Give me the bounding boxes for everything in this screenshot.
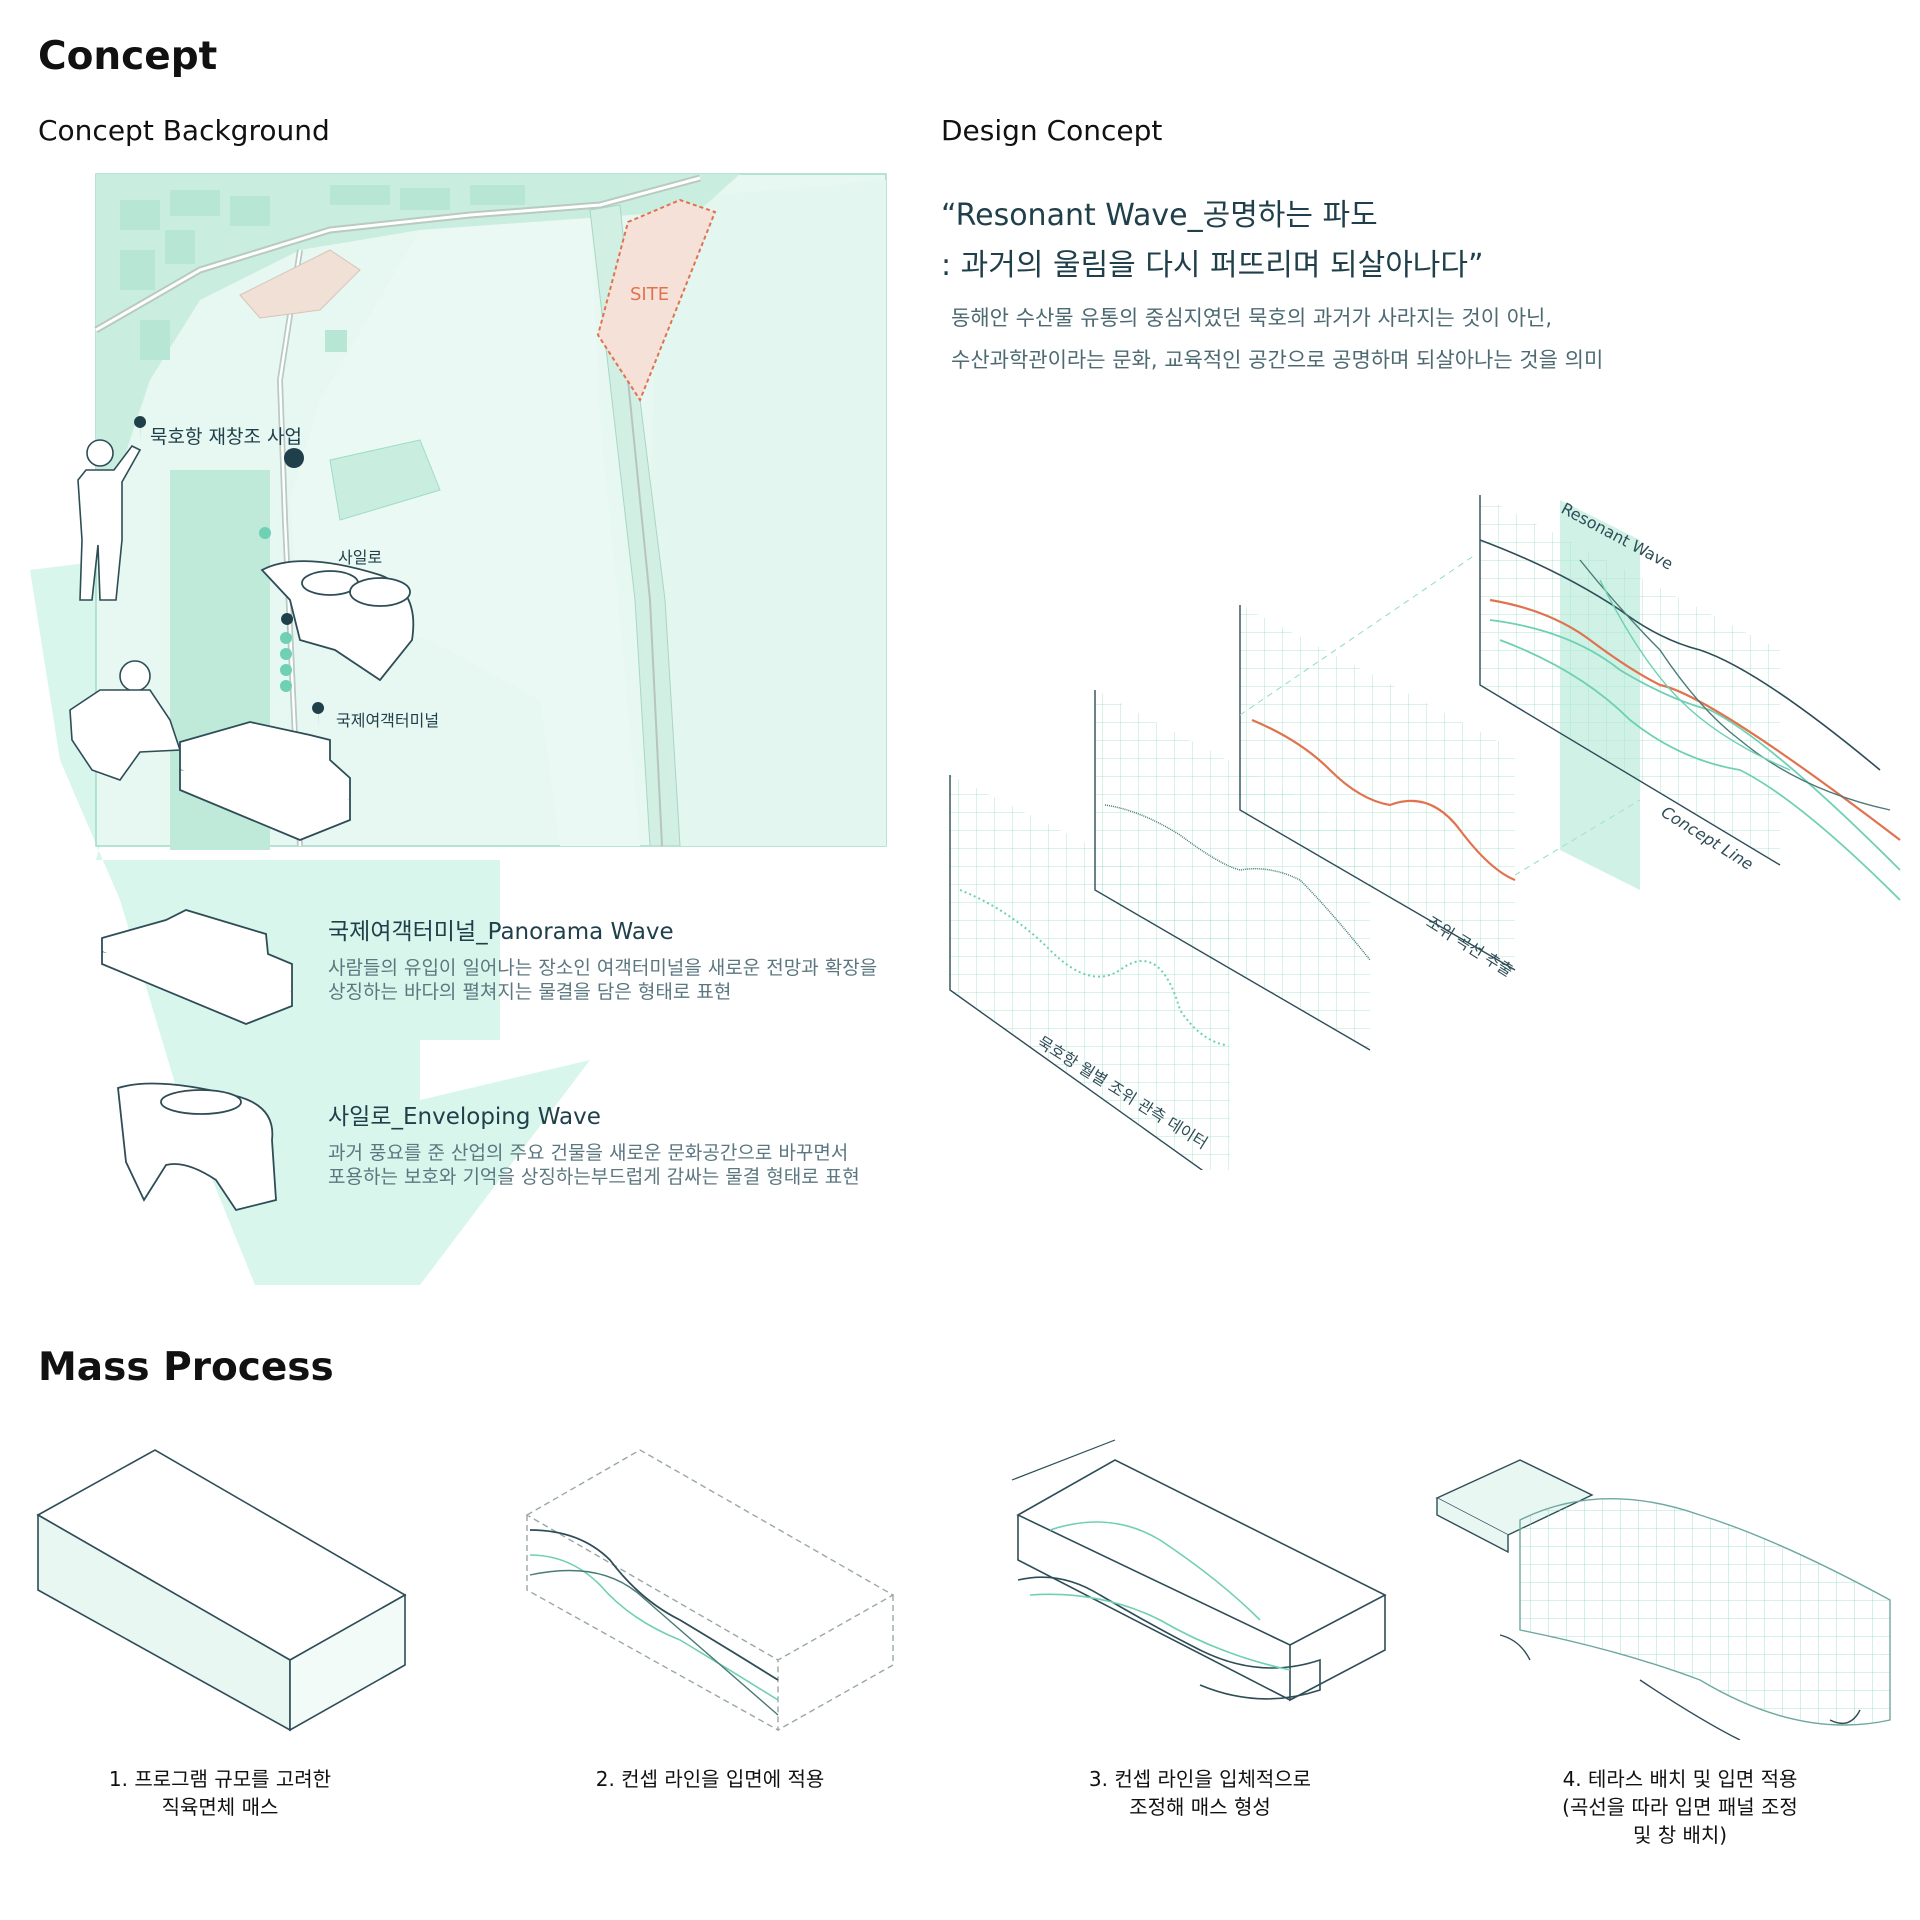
mass-step-4-line3: 및 창 배치) <box>1632 1823 1728 1847</box>
mass-step-4-line2: (곡선을 따라 입면 패널 조정 <box>1562 1795 1798 1819</box>
concept-quote-line2: : 과거의 울림을 다시 퍼뜨리며 되살아나다” <box>941 248 1484 283</box>
wave-desc-enveloping-1: 과거 풍요를 준 산업의 주요 건물을 새로운 문화공간으로 바꾸면서 <box>328 1142 849 1164</box>
mass-step-4-line1: 4. 테라스 배치 및 입면 적용 <box>1562 1767 1798 1791</box>
concept-background-heading: Concept Background <box>38 114 330 147</box>
site-label: SITE <box>630 284 669 305</box>
terminal-building-icon <box>179 721 351 841</box>
mass-process-diagrams <box>36 1439 1891 1740</box>
mass-step-1-line2: 직육면체 매스 <box>161 1795 279 1819</box>
mass-step-1-line1: 1. 프로그램 규모를 고려한 <box>108 1767 332 1791</box>
mass-process-title: Mass Process <box>38 1345 334 1390</box>
mass-step-4-box <box>1435 1459 1891 1740</box>
mass-step-1-box <box>36 1449 407 1732</box>
panorama-wave-building-icon <box>101 909 293 1025</box>
mass-step-2-caption: 2. 컨셉 라인을 입면에 적용 <box>550 1765 870 1793</box>
concept-desc-line2: 수산과학관이라는 문화, 교육적인 공간으로 공명하며 되살아나는 것을 의미 <box>951 348 1604 372</box>
resonant-wave-diagram: Resonant Wave Concept Line 조위 곡선 추출 묵호항 … <box>949 495 1901 1170</box>
mass-step-2-line1: 2. 컨셉 라인을 입면에 적용 <box>595 1767 825 1791</box>
wave-title-enveloping: 사일로_Enveloping Wave <box>328 1104 601 1130</box>
wave-desc-panorama-2: 상징하는 바다의 펼쳐지는 물결을 담은 형태로 표현 <box>328 981 732 1003</box>
mass-step-2-box <box>525 1449 895 1732</box>
marker-label-terminal: 국제여객터미널 <box>336 711 440 730</box>
grid-panel-1 <box>949 775 1230 1170</box>
mass-step-4-caption: 4. 테라스 배치 및 입면 적용 (곡선을 따라 입면 패널 조정 및 창 배… <box>1500 1765 1860 1849</box>
concept-background-illustration: SITE <box>30 173 887 1285</box>
wave-building-icons <box>101 909 293 1212</box>
grid-panel-2 <box>1094 690 1371 1051</box>
grid-panel-4 <box>1479 495 1901 901</box>
marker-label-project: 묵호항 재창조 사업 <box>150 426 302 448</box>
concept-desc-line1: 동해안 수산물 유통의 중심지였던 묵호의 과거가 사라지는 것이 아닌, <box>951 306 1553 330</box>
mass-step-3-box <box>1011 1439 1387 1702</box>
wave-desc-enveloping-2: 포용하는 보호와 기억을 상징하는부드럽게 감싸는 물결 형태로 표현 <box>328 1166 860 1188</box>
concept-quote-line1: “Resonant Wave_공명하는 파도 <box>941 198 1378 233</box>
enveloping-wave-building-icon <box>117 1082 277 1212</box>
mass-step-3-caption: 3. 컨셉 라인을 입체적으로 조정해 매스 형성 <box>1040 1765 1360 1821</box>
marker-label-sailo: 사일로 <box>338 548 383 567</box>
wave-title-panorama: 국제여객터미널_Panorama Wave <box>328 919 674 945</box>
wave-desc-panorama-1: 사람들의 유입이 일어나는 장소인 여객터미널을 새로운 전망과 확장을 <box>328 957 878 979</box>
mass-step-1-caption: 1. 프로그램 규모를 고려한 직육면체 매스 <box>60 1765 380 1821</box>
mass-step-3-line2: 조정해 매스 형성 <box>1129 1795 1271 1819</box>
concept-title: Concept <box>38 34 218 79</box>
silo-building-icon <box>260 560 415 682</box>
mass-step-3-line1: 3. 컨셉 라인을 입체적으로 <box>1088 1767 1312 1791</box>
design-concept-heading: Design Concept <box>941 114 1163 147</box>
